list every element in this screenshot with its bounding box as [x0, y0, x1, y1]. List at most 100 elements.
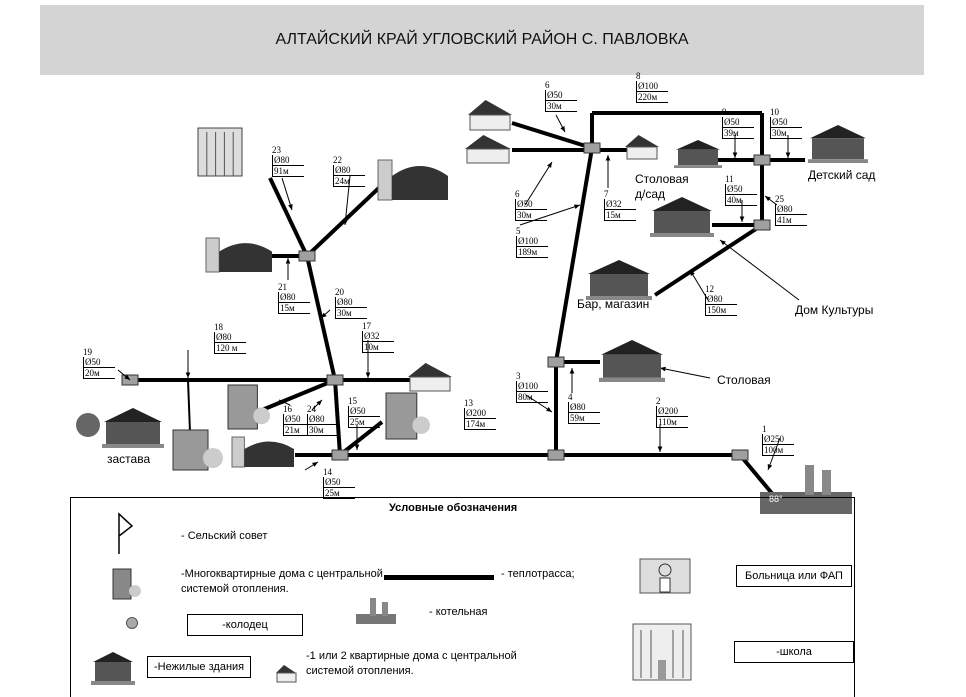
- pipe-label-diameter: Ø50: [545, 90, 577, 101]
- arrow-head: [354, 444, 360, 450]
- building-base: [102, 444, 164, 448]
- boiler-house-icon: [356, 598, 396, 624]
- arrow-head: [546, 407, 552, 412]
- pipe-label-diameter: Ø80: [335, 297, 367, 308]
- legend-hospital: Больница или ФАП: [736, 565, 852, 587]
- pipe-label-number: 18: [214, 322, 223, 332]
- apartment-building-icon: [385, 392, 418, 440]
- arrow-head: [657, 446, 663, 452]
- pipe-label-length: 39м: [722, 128, 754, 139]
- arrow-head: [660, 366, 666, 372]
- leader-arrow: [767, 437, 781, 471]
- pipe-sample: [384, 575, 494, 580]
- pipe-label-number: 4: [568, 392, 573, 402]
- legend-nonres: -Нежилые здания: [147, 656, 252, 678]
- pipe-label-length: 189м: [516, 247, 548, 258]
- pipe-label-diameter: Ø80: [568, 402, 600, 413]
- pipe-label-diameter: Ø80: [214, 332, 246, 343]
- pipe-label-diameter: Ø80: [272, 155, 304, 166]
- well-node: [753, 154, 771, 166]
- nonresidential-building-icon: [601, 340, 663, 355]
- pipe-label-length: 150м: [705, 305, 737, 316]
- nonresidential-icon: [91, 652, 135, 685]
- nonresidential-building-icon: [652, 197, 712, 211]
- pipe-label-diameter: Ø80: [278, 292, 310, 303]
- pipe-label-length: 30м: [515, 210, 547, 221]
- apartment-building-icon: [227, 384, 258, 430]
- building-wall: [603, 354, 661, 378]
- pipe-label-diameter: Ø32: [604, 199, 636, 210]
- nonresidential-building-icon: [676, 140, 720, 150]
- legend-school: -школа: [734, 641, 854, 663]
- house-wall: [466, 148, 510, 164]
- tree: [253, 407, 270, 425]
- pipe-label-diameter: Ø80: [307, 414, 339, 425]
- well-node: [326, 374, 344, 386]
- arrow-head: [285, 258, 291, 264]
- silo: [231, 436, 245, 468]
- pipe-label-diameter: Ø200: [464, 408, 496, 419]
- pipe-label-diameter: Ø50: [283, 414, 315, 425]
- pipe-segment: [268, 177, 309, 257]
- pipe-label-number: 2: [656, 396, 661, 406]
- title-bar: АЛТАЙСКИЙ КРАЙ УГЛОВСКИЙ РАЙОН С. ПАВЛОВ…: [40, 5, 924, 75]
- pipe-label-number: 19: [83, 347, 92, 357]
- arrow-head: [279, 400, 285, 405]
- pipe-label-number: 21: [278, 282, 287, 292]
- label-dom-kultury: Дом Культуры: [795, 303, 874, 317]
- pipe-label-diameter: Ø80: [705, 294, 737, 305]
- legend-multi: -Многоквартирные дома с центральной сист…: [181, 568, 383, 595]
- pipe-label-length: 21м: [283, 425, 315, 436]
- pipe-label-number: 14: [323, 467, 332, 477]
- arrow-head: [767, 464, 773, 470]
- nonresidential-building-icon: [104, 408, 162, 422]
- pipe-label-diameter: Ø50: [515, 199, 547, 210]
- pipe-label-length: 220м: [636, 92, 668, 103]
- pipe-label-length: 59м: [568, 413, 600, 424]
- pipe-label-length: 25м: [348, 417, 380, 428]
- pipe-segment: [511, 121, 593, 150]
- pipe-label-length: 91м: [272, 166, 304, 177]
- pipe-label-number: 3: [516, 371, 521, 381]
- pipe-label-diameter: Ø100: [516, 236, 548, 247]
- barn-icon: [244, 441, 294, 467]
- arrow-head: [312, 462, 318, 467]
- well-node: [731, 449, 749, 461]
- building-base: [674, 165, 722, 168]
- building-wall: [654, 211, 710, 233]
- tree: [203, 448, 223, 468]
- pipe-label-length: 30м: [307, 425, 339, 436]
- building-base: [599, 377, 665, 382]
- arrow-head: [365, 372, 371, 378]
- legend-selsovet: - Сельский совет: [181, 530, 268, 542]
- pipe-label-diameter: Ø80: [333, 165, 365, 176]
- label-stolovaya: Столовая: [717, 373, 771, 387]
- legend: Условные обозначения - Сельский совет -М…: [70, 497, 855, 697]
- page-title: АЛТАЙСКИЙ КРАЙ УГЛОВСКИЙ РАЙОН С. ПАВЛОВ…: [275, 31, 689, 48]
- pipe-label-length: 40м: [725, 195, 757, 206]
- arrow-head: [569, 368, 575, 374]
- label-detsky-sad: Детский сад: [808, 168, 876, 182]
- arrow-head: [185, 372, 191, 378]
- label-bar: Бар, магазин: [577, 297, 650, 311]
- leader-arrow: [524, 161, 553, 206]
- pipe-label-number: 17: [362, 321, 371, 331]
- pipe-label-number: 6: [545, 80, 550, 90]
- leader-arrow: [281, 177, 293, 211]
- pipe-label-number: 1: [762, 424, 767, 434]
- pipe-label-length: 25м: [323, 488, 355, 499]
- pipe-label-number: 6: [515, 189, 520, 199]
- chimney: [822, 470, 831, 495]
